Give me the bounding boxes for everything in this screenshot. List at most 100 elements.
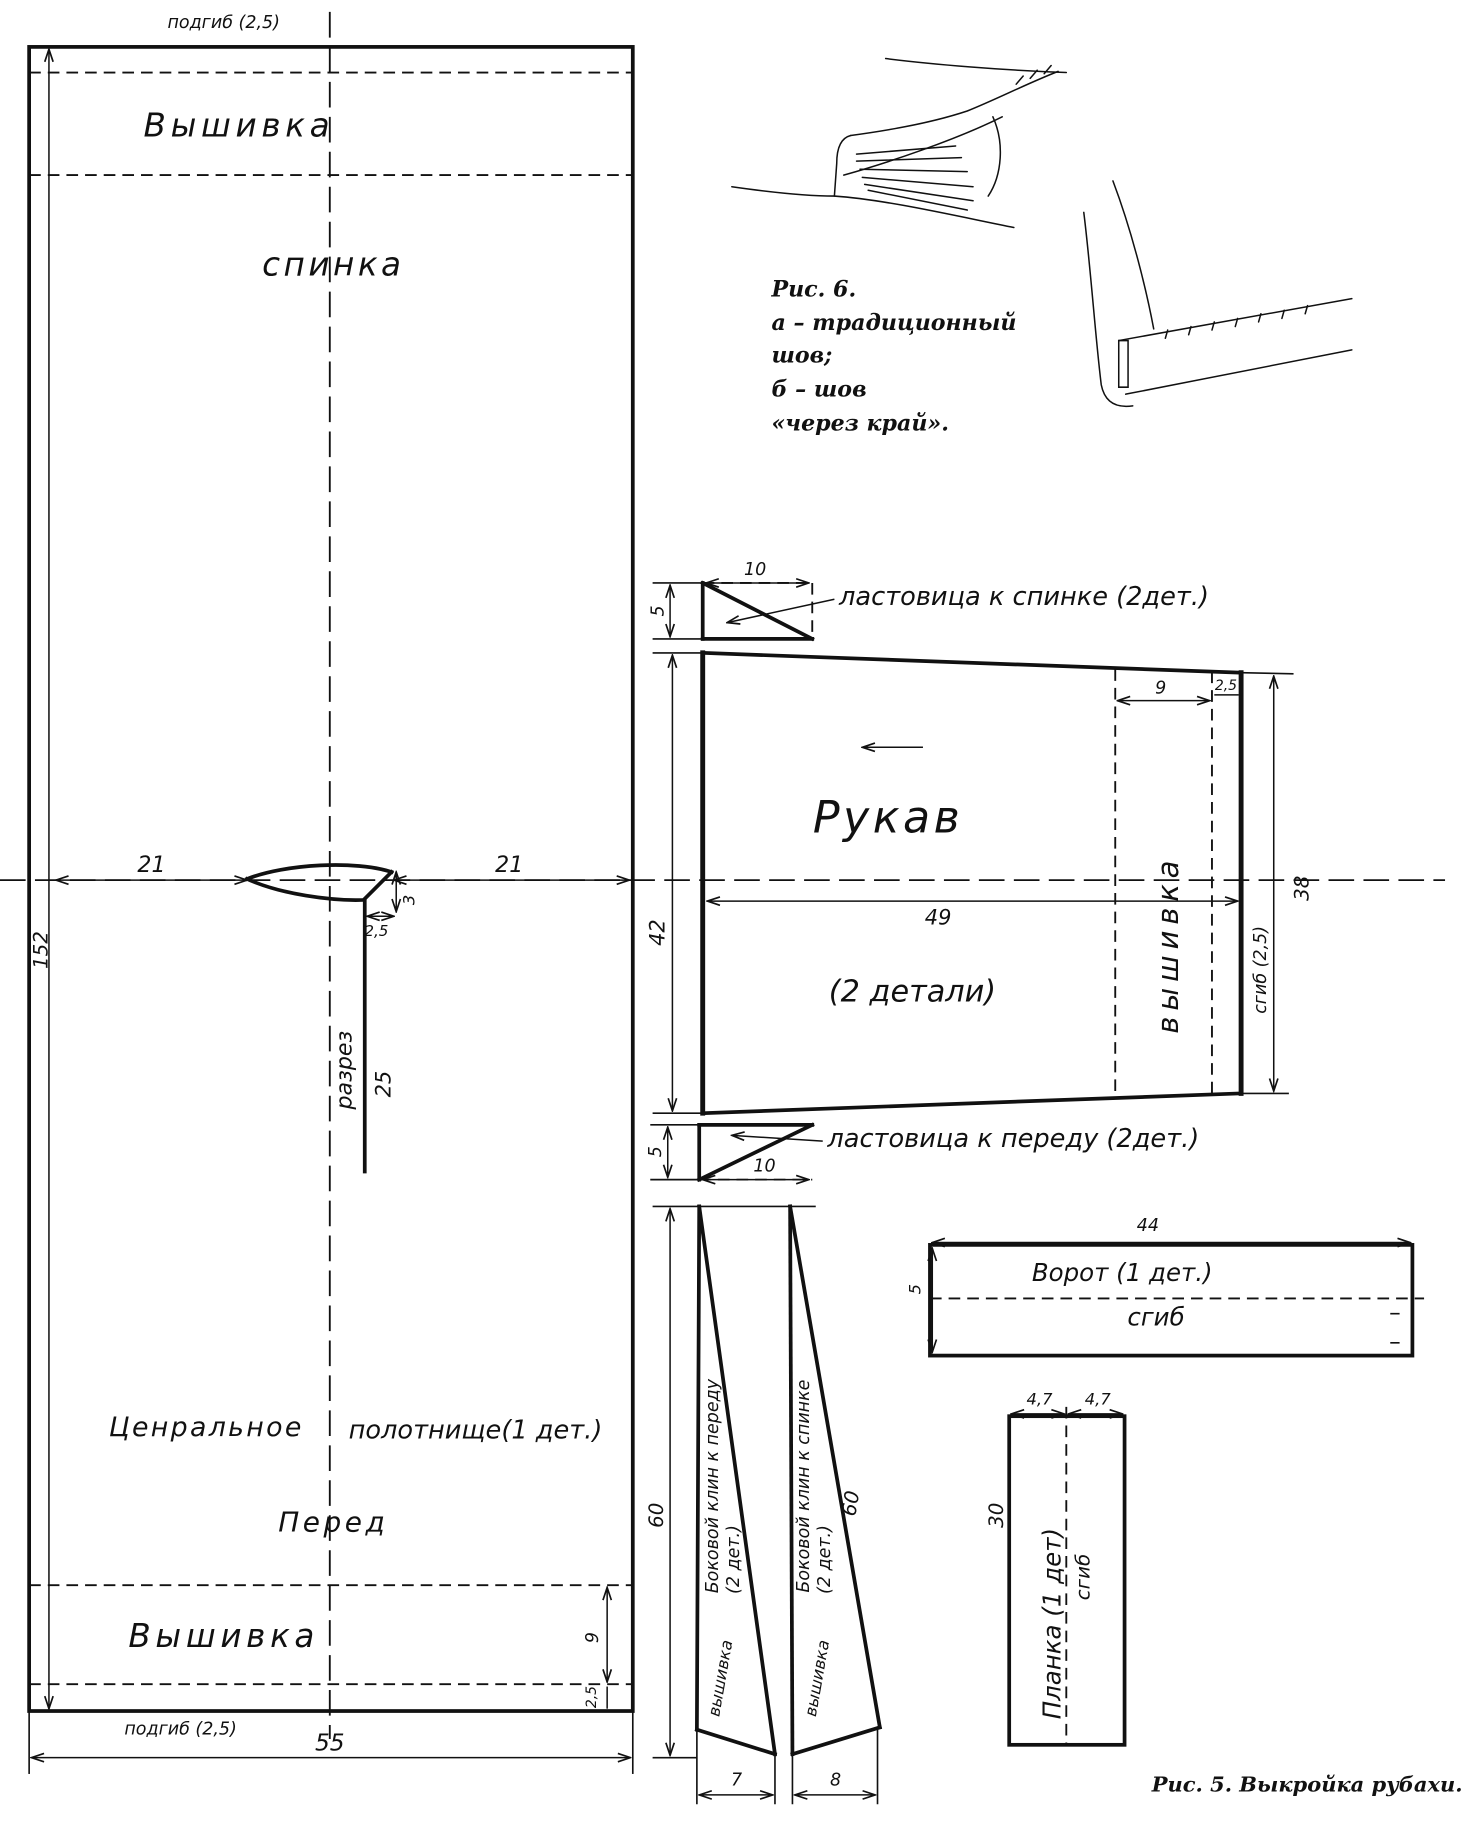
gore-back-count: (2 дет.) <box>815 1525 835 1594</box>
collar-label: Ворот (1 дет.) <box>1032 1258 1213 1287</box>
sketch-a-fabric-side <box>987 116 1002 197</box>
hem-height-label: 2,5 <box>584 1686 600 1708</box>
gore-front-base-label: 7 <box>731 1771 742 1791</box>
sleeve-count: (2 детали) <box>829 974 996 1009</box>
central-panel: 152 21 21 3 2,5 разрез 25 подгиб (2,5) В… <box>0 11 1446 1774</box>
hem-bottom-label: подгиб (2,5) <box>124 1719 236 1739</box>
neck-offset-label: 2,5 <box>364 922 388 940</box>
placket-length-label: 30 <box>985 1503 1008 1528</box>
gore-front-label: Боковой клин к переду <box>703 1378 723 1593</box>
placket-fold-label: сгиб <box>1071 1554 1094 1600</box>
sleeve-top-extension <box>1241 671 1294 675</box>
sleeve-embroidery-width-label: 9 <box>1155 679 1166 699</box>
gore-back-embroidery-label: вышивка <box>801 1638 833 1718</box>
collar-length-label: 44 <box>1137 1216 1159 1236</box>
embroidery-height-label: 9 <box>583 1632 603 1643</box>
gore-front-count: (2 дет.) <box>724 1525 744 1594</box>
sketch-b-fold-line <box>1112 180 1155 330</box>
placket-half-width-left-label: 4,7 <box>1027 1390 1054 1409</box>
gusset-back-leader-arrow <box>727 598 835 622</box>
sleeve-bottom-edge <box>700 1091 1244 1116</box>
gore-back-bottom-edge <box>790 1725 883 1757</box>
gore-back-slanted-edge <box>787 1204 882 1730</box>
figure6-caption: Рис. 6. а – традиционный шов; б – шов «ч… <box>770 276 1016 436</box>
back-label: спинка <box>262 245 404 283</box>
sketch-b-band-top <box>1117 297 1353 342</box>
gore-front-straight-edge <box>695 1204 702 1732</box>
half-width-left-label: 21 <box>137 852 165 878</box>
neck-opening-front-curve <box>244 869 395 902</box>
gusset-back-diagonal <box>700 580 815 642</box>
sketch-a-fold-inner <box>842 116 1003 176</box>
sketch-a-stitches <box>1015 64 1052 85</box>
neck-depth-label: 3 <box>400 895 419 905</box>
hem-top-label: подгиб (2,5) <box>168 13 280 33</box>
gusset-front-leader-arrow <box>732 1135 823 1142</box>
figure6-sketch-a <box>731 57 1068 229</box>
sketch-a-hatching <box>855 145 974 211</box>
figure5-caption: Рис. 5. Выкройка рубахи. <box>1151 1771 1463 1796</box>
gusset-front: 10 5 ластовица к переду (2дет.) <box>646 1122 1199 1183</box>
gusset-back-label: ластовица к спинке (2дет.) <box>838 582 1209 612</box>
sketch-a-fabric-top <box>884 57 1068 74</box>
placket: 4,7 4,7 30 Планка (1 дет) сгиб <box>985 1390 1127 1747</box>
front-label: Перед <box>278 1506 388 1539</box>
central-panel-outline <box>27 45 635 1713</box>
gusset-front-width-label: 10 <box>753 1156 775 1176</box>
gusset-front-label: ластовица к переду (2дет.) <box>826 1124 1199 1154</box>
placket-half-width-right-label: 4,7 <box>1085 1390 1112 1409</box>
figure6-line-1: а – традиционный <box>771 310 1016 336</box>
panel-title-word1: Ценральное <box>109 1412 304 1443</box>
sketch-b-stitches <box>1164 304 1309 339</box>
sketch-a-fabric-bottom <box>731 185 1015 229</box>
gore-back-label: Боковой клин к спинке <box>794 1380 814 1593</box>
slit-length-label: 25 <box>372 1071 396 1098</box>
gore-front-slanted-edge <box>697 1204 778 1757</box>
gore-back-length-label: 60 <box>837 1489 864 1518</box>
collar: 44 5 Ворот (1 дет.) сгиб <box>905 1216 1425 1358</box>
sleeve-armhole-width-label: 42 <box>645 919 669 946</box>
sleeve-cuff-width-label: 38 <box>1290 876 1313 901</box>
figure6-sketch-b <box>1083 180 1353 408</box>
gore-back-straight-edge <box>788 1204 795 1757</box>
half-width-right-label: 21 <box>495 852 523 878</box>
gore-front-length-label: 60 <box>645 1503 668 1528</box>
sketch-a-fold-edge <box>833 134 852 197</box>
figure6-line-2: шов; <box>771 343 832 369</box>
collar-fold-label: сгиб <box>1127 1302 1184 1331</box>
width-label: 55 <box>315 1730 345 1757</box>
sleeve: 9 2,5 38 42 49 Рукав (2 детали) вышивка … <box>645 650 1313 1116</box>
sleeve-fold-label: сгиб (2,5) <box>1251 926 1271 1014</box>
sketch-b-left-edge <box>1083 211 1134 408</box>
gusset-back-height-label: 5 <box>648 605 668 616</box>
sleeve-top-edge <box>700 650 1244 675</box>
panel-title-word2: полотнище(1 дет.) <box>349 1415 603 1445</box>
neck-opening-back-curve <box>244 863 394 882</box>
collar-height-label: 5 <box>905 1284 924 1294</box>
embroidery-top-label: Вышивка <box>144 107 335 145</box>
sleeve-fold-width-label: 2,5 <box>1215 678 1237 694</box>
sleeve-embroidery-label: вышивка <box>1151 855 1185 1034</box>
sleeve-title: Рукав <box>813 792 963 843</box>
side-gores: 60 7 Боковой клин к переду (2 дет.) выши… <box>645 1204 883 1805</box>
sketch-b-band-end <box>1117 339 1129 388</box>
sleeve-length-label: 49 <box>925 905 952 929</box>
gusset-back: 10 5 ластовица к спинке (2дет.) <box>648 560 1209 642</box>
placket-label: Планка (1 дет) <box>1037 1528 1066 1719</box>
figure6-line-3: б – шов <box>771 377 866 403</box>
figure6-title: Рис. 6. <box>770 276 856 302</box>
gusset-back-width-label: 10 <box>744 560 766 580</box>
length-label: 152 <box>29 931 52 969</box>
sketch-a-fold-top <box>849 70 1059 137</box>
collar-notch-marks <box>1390 1312 1400 1344</box>
embroidery-bottom-label: Вышивка <box>128 1617 319 1655</box>
slit-label: разрез <box>331 1031 357 1111</box>
figure6-line-4: «через край». <box>771 410 949 436</box>
sketch-b-band-bottom <box>1124 349 1353 395</box>
gusset-front-diagonal <box>696 1122 815 1183</box>
gore-front-embroidery-label: вышивка <box>704 1638 736 1718</box>
gore-front-bottom-edge <box>694 1727 778 1757</box>
gusset-front-height-label: 5 <box>646 1146 666 1157</box>
gore-back-base-label: 8 <box>830 1771 841 1791</box>
